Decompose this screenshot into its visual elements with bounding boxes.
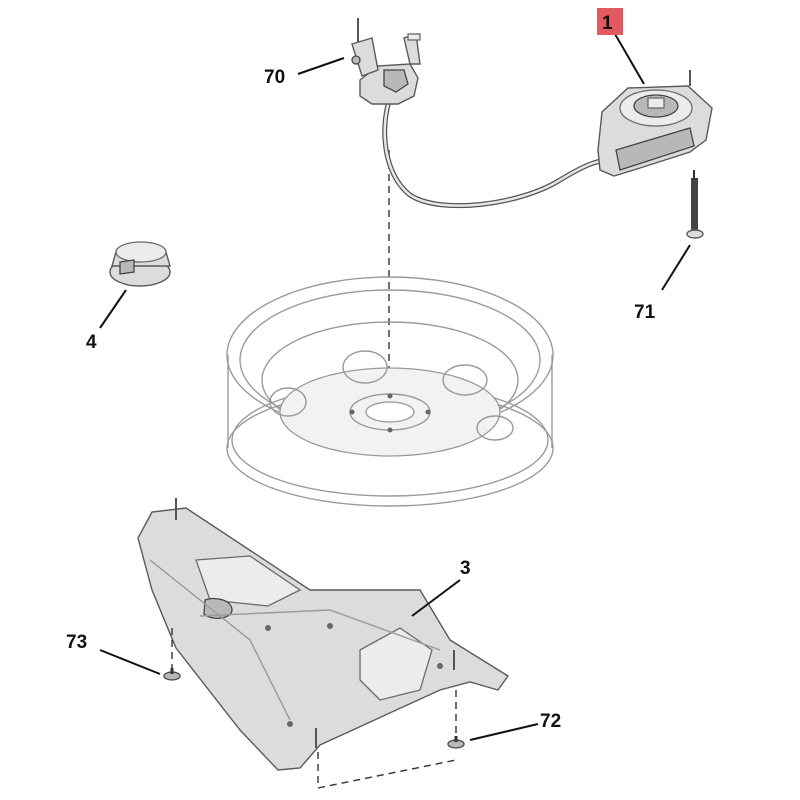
leader-line-3	[411, 579, 461, 617]
spare-wheel-winch-icon	[597, 70, 713, 177]
callout-72: 72	[540, 711, 561, 732]
bolt-icon	[686, 170, 704, 239]
bolt-icon	[447, 736, 465, 749]
spare-wheel-icon	[226, 276, 554, 507]
callout-71: 71	[634, 302, 656, 323]
leader-line-4	[99, 289, 127, 329]
callout-1: 1	[602, 13, 613, 34]
winch-cable	[382, 83, 611, 209]
leader-line-70	[297, 57, 345, 75]
callout-4: 4	[86, 332, 97, 353]
highlight-box	[597, 8, 623, 35]
leader-line-72	[469, 723, 539, 741]
leader-line-73	[99, 649, 161, 675]
bolt-icon	[163, 668, 181, 681]
shield-panel-icon	[137, 498, 510, 771]
leader-line-71	[661, 244, 691, 291]
callout-3: 3	[460, 558, 471, 579]
callout-73: 73	[66, 632, 87, 653]
leader-line-1	[614, 33, 645, 85]
callout-70: 70	[264, 67, 285, 88]
cap-icon	[109, 241, 171, 287]
cable-bracket-icon	[351, 18, 421, 105]
